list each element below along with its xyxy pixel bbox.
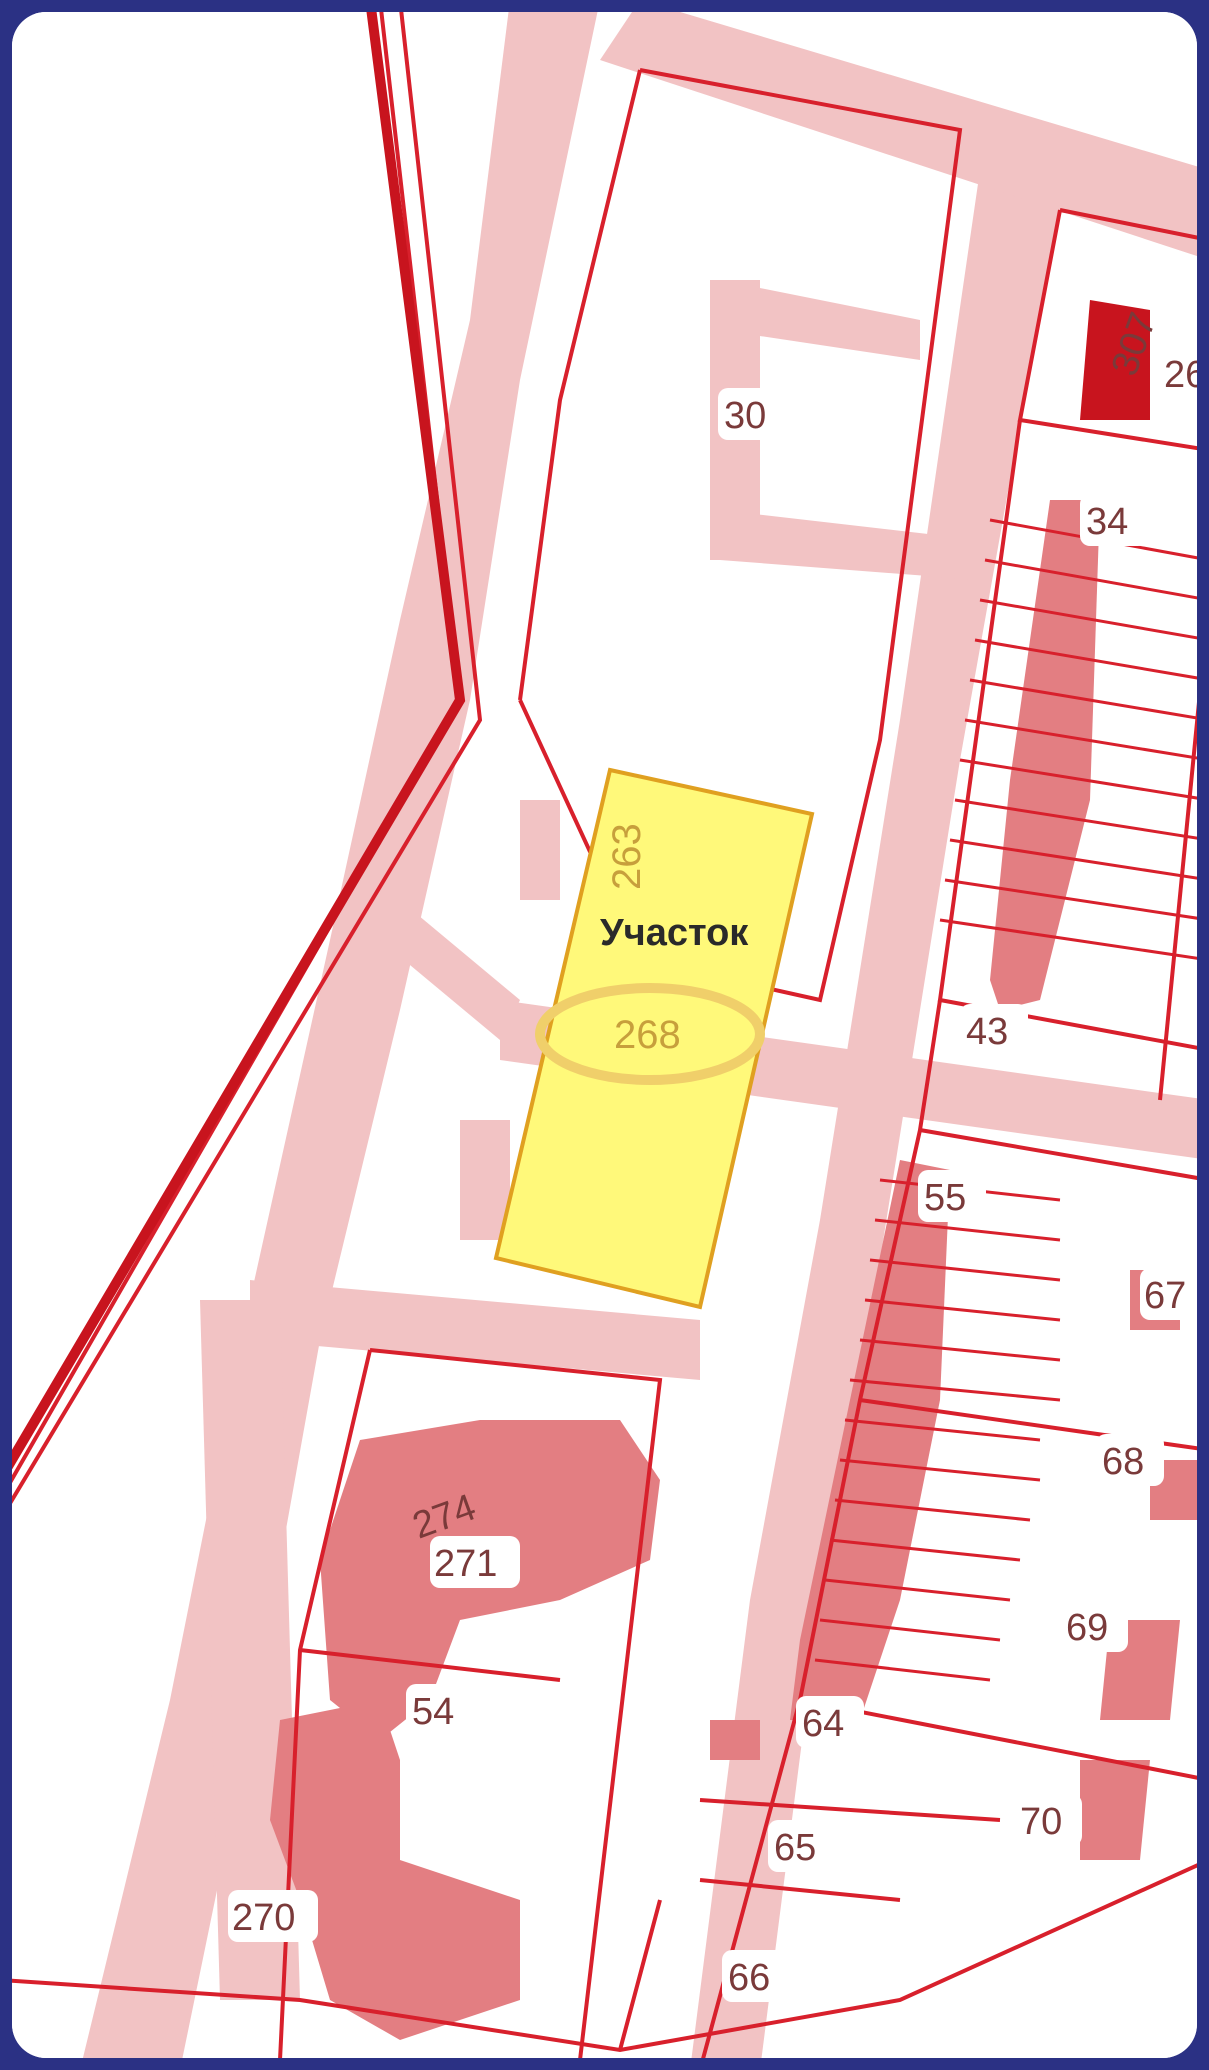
plot-number-268: 268 [614,1013,681,1057]
label-66: 66 [728,1957,770,1999]
map-card: Участок 263 268 30 26 307 34 43 55 67 68… [12,12,1197,2058]
plot-inner-ring [535,983,765,1085]
plot-subdivisions [814,518,1197,1682]
road-small [520,800,560,900]
building-small-64 [710,1720,760,1760]
road-branch-30b [720,510,980,580]
highlighted-plot[interactable]: Участок 263 268 [493,767,815,1310]
label-30: 30 [724,395,766,437]
roads [82,12,1197,2058]
label-67: 67 [1144,1275,1186,1317]
road-branch-left [380,900,520,1040]
label-70: 70 [1020,1801,1062,1843]
road-bottom [250,1280,700,1380]
label-26: 26 [1164,354,1197,396]
road-top-right [600,12,1197,257]
building-70 [1080,1760,1150,1860]
road-branch-30 [720,280,920,360]
route-line [12,12,466,1470]
parcel-labels: 30 26 307 34 43 55 67 68 69 70 64 65 66 … [228,307,1197,2002]
building-270-area [270,1700,520,2040]
building-34-row [990,500,1100,1010]
label-55: 55 [924,1177,966,1219]
road-small2 [460,1120,510,1240]
label-65: 65 [774,1827,816,1869]
label-270: 270 [232,1897,295,1939]
label-68: 68 [1102,1441,1144,1483]
label-43: 43 [966,1011,1008,1053]
road-vertical-east [691,170,1060,2058]
label-271: 271 [434,1543,497,1585]
label-34: 34 [1086,501,1128,543]
plot-number-263: 263 [605,823,649,890]
label-69: 69 [1066,1607,1108,1649]
plot-area [493,767,815,1310]
cadastral-map[interactable]: Участок 263 268 30 26 307 34 43 55 67 68… [12,12,1197,2058]
building-307 [1080,300,1150,420]
plot-label: Участок [600,912,749,954]
label-54: 54 [412,1691,454,1733]
label-64: 64 [802,1703,844,1745]
